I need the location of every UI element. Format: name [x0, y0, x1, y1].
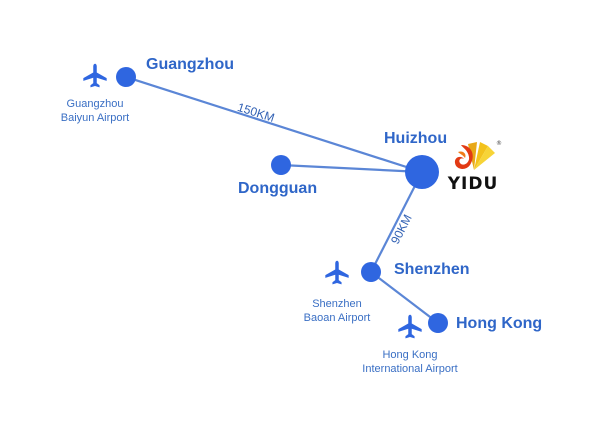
node-dongguan[interactable]: [271, 155, 291, 175]
airport-label-line: Guangzhou: [66, 98, 124, 110]
airport-label-guangzhou: Guangzhou Baiyun Airport: [61, 97, 129, 125]
city-label-huizhou: Huizhou: [384, 130, 448, 147]
node-guangzhou[interactable]: [116, 67, 136, 87]
registered-mark: ®: [496, 140, 502, 147]
node-huizhou[interactable]: [405, 155, 439, 189]
city-label-hongkong: Hong Kong: [456, 315, 543, 332]
airport-label-shenzhen: Shenzhen Baoan Airport: [304, 297, 371, 325]
route-dongguan-huizhou: [280, 163, 423, 174]
city-label-dongguan: Dongguan: [238, 180, 318, 197]
airport-label-line: Shenzhen: [312, 298, 362, 310]
route-shenzhen-hongkong: [370, 271, 439, 324]
city-label-shenzhen: Shenzhen: [394, 261, 470, 278]
yidu-logo-text: YIDU: [447, 174, 499, 194]
airplane-icon: [398, 314, 422, 339]
yidu-logo: ® YIDU: [444, 136, 502, 202]
airport-label-line: Baoan Airport: [303, 312, 371, 324]
airport-label-hongkong: Hong Kong International Airport: [362, 348, 457, 376]
route-huizhou-shenzhen: [370, 171, 423, 273]
city-label-guangzhou: Guangzhou: [146, 56, 234, 73]
airport-label-line: International Airport: [362, 363, 458, 375]
airplane-icon: [325, 260, 349, 285]
airplane-icon: [83, 63, 107, 88]
route-guangzhou-huizhou: [125, 75, 423, 174]
airport-label-line: Baiyun Airport: [60, 112, 130, 124]
airport-label-line: Hong Kong: [382, 349, 438, 361]
node-shenzhen[interactable]: [361, 262, 381, 282]
yidu-logo-icon: ®: [454, 140, 502, 170]
node-hongkong[interactable]: [428, 313, 448, 333]
